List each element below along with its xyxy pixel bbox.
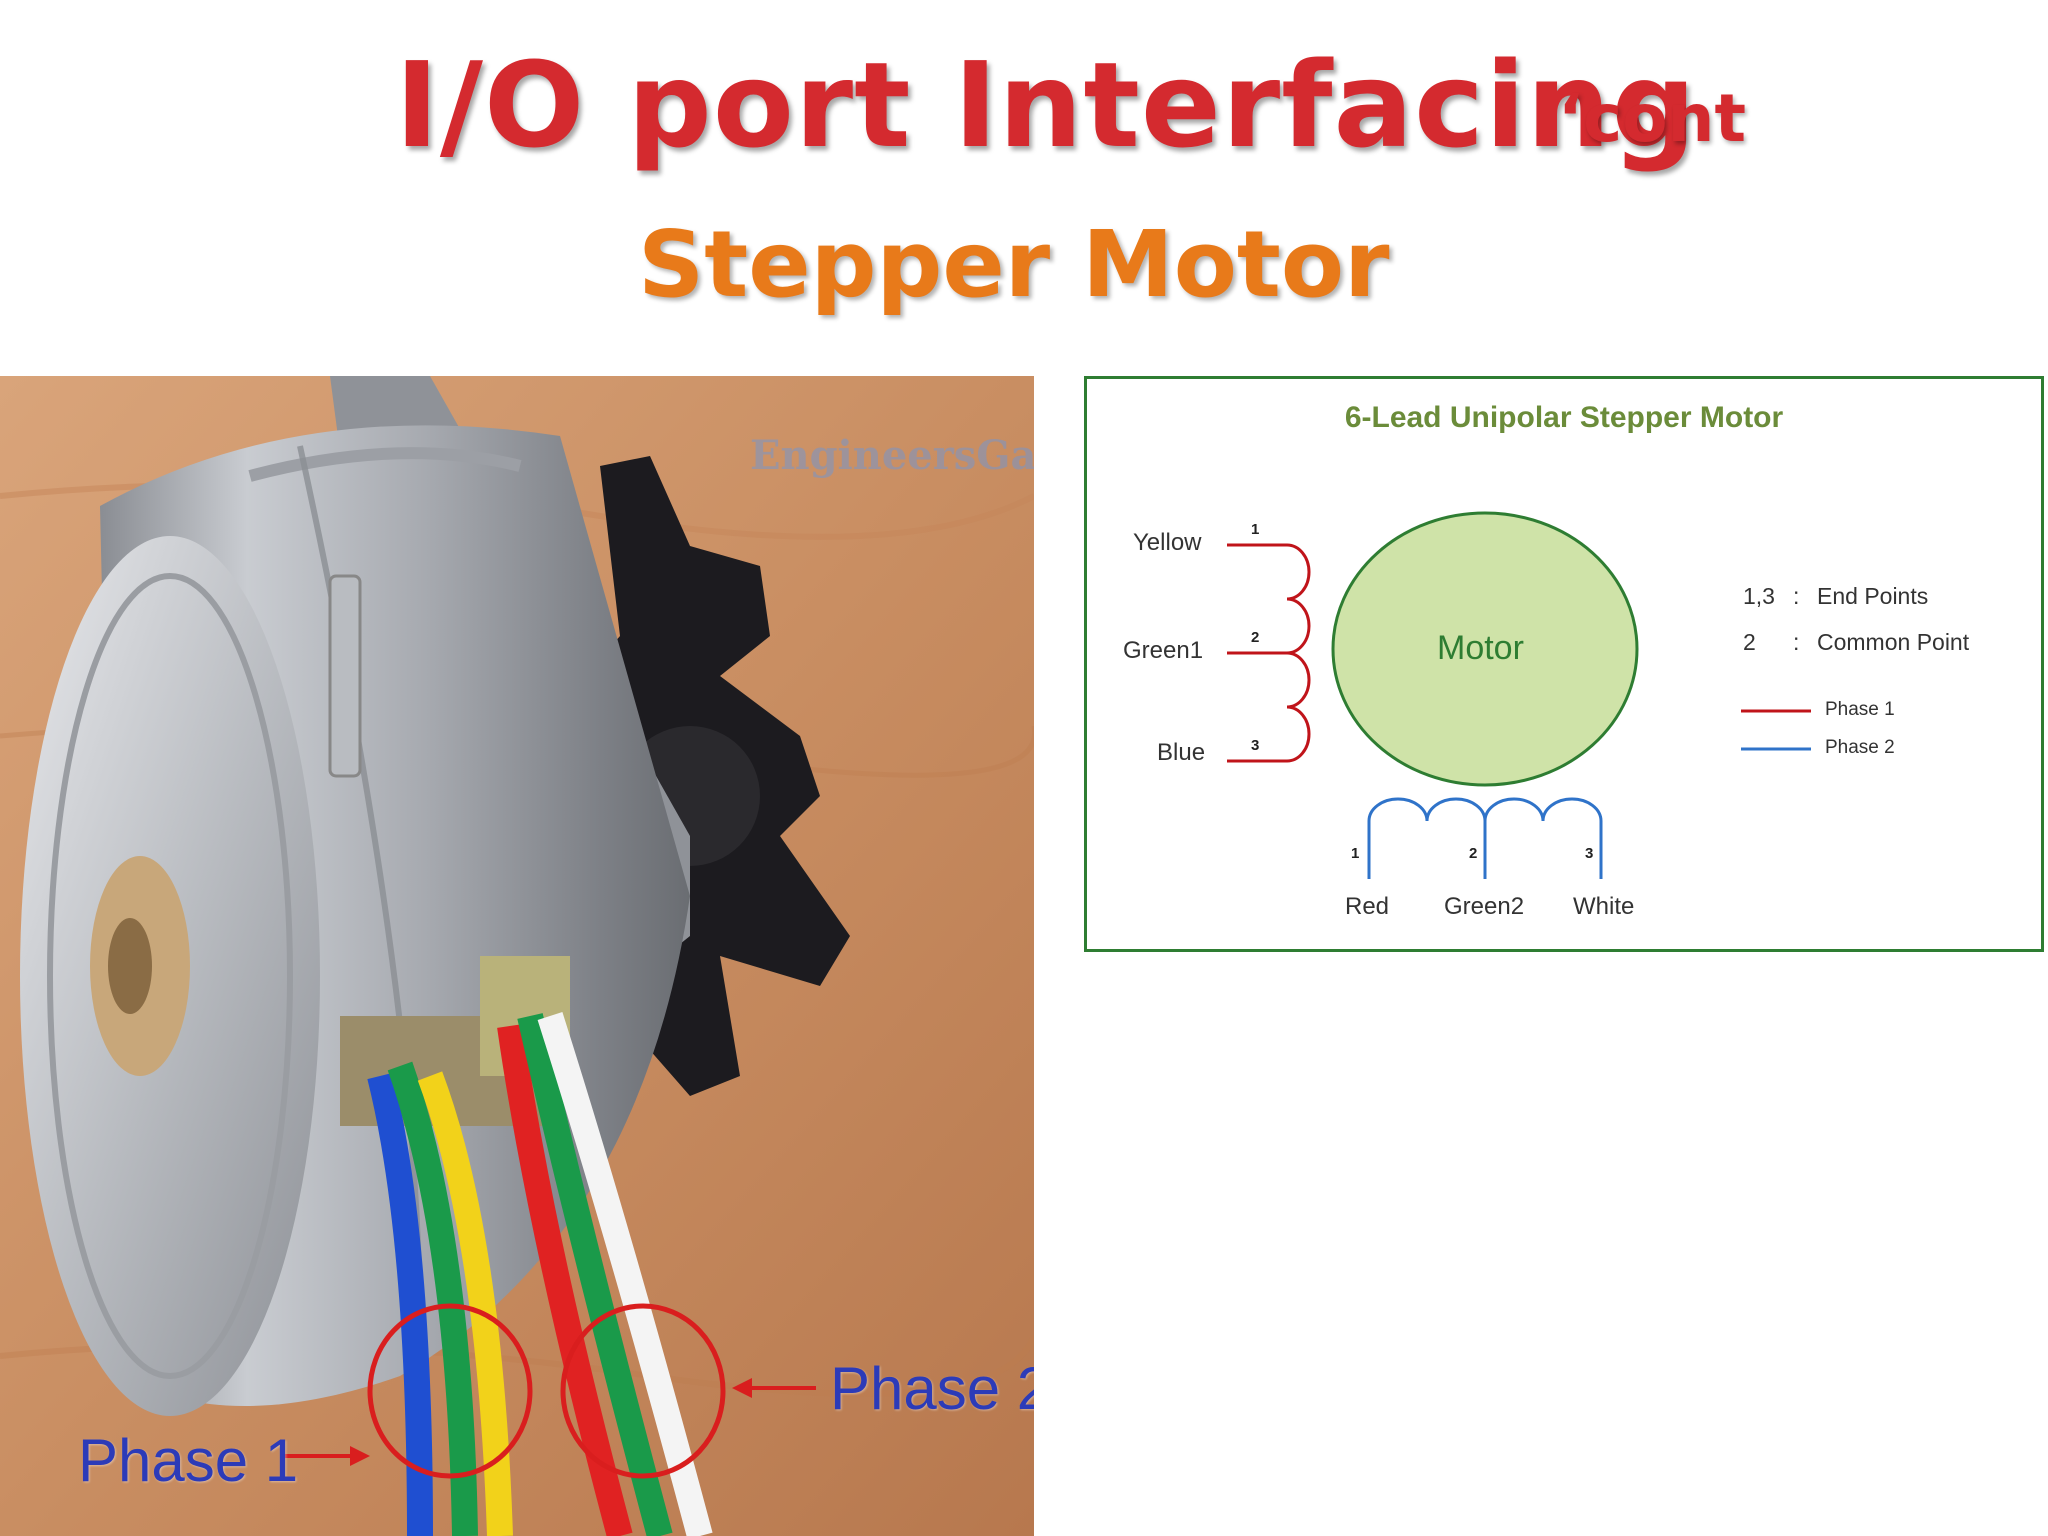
phase2-coil [1367, 797, 1603, 879]
motor-label: Motor [1437, 629, 1524, 667]
phase2-wires [497, 1012, 713, 1536]
stepper-motor-photo: EngineersGa Phase 1 Phase 2 [0, 376, 1034, 1536]
phase1-circle [367, 1303, 533, 1479]
lead-label-green1: Green1 [1123, 637, 1204, 664]
slide-title: I/O port Interfacing [395, 36, 1697, 174]
phase2-label: Phase 2 [830, 1355, 1034, 1422]
lead-pin-red: 1 [1351, 845, 1360, 862]
motor-circle [1331, 511, 1639, 787]
phase1-wires [367, 1061, 513, 1536]
lead-pin-blue: 3 [1251, 737, 1260, 754]
lead-label-green2: Green2 [1444, 893, 1525, 920]
phase2-circle [560, 1303, 726, 1479]
legend-end-points-value: End Points [1817, 583, 1929, 609]
legend-phase1-label: Phase 1 [1825, 699, 1895, 720]
lead-pin-yellow: 1 [1251, 521, 1260, 538]
lead-pin-green1: 2 [1251, 629, 1260, 646]
wiring-diagram-graphics [1227, 511, 1811, 879]
lead-label-white: White [1573, 893, 1635, 920]
legend-common-sep: : [1793, 629, 1800, 655]
slide-title-suffix: ‘cont [1558, 80, 1747, 157]
lead-label-red: Red [1345, 893, 1390, 920]
phase1-label: Phase 1 [78, 1427, 299, 1494]
legend-phase2-label: Phase 2 [1825, 737, 1895, 758]
diagram-title: 6-Lead Unipolar Stepper Motor [1344, 401, 1784, 434]
lead-label-yellow: Yellow [1133, 529, 1202, 556]
photo-illustration [0, 376, 1034, 1536]
phase2-arrow-icon [732, 1378, 816, 1398]
lead-pin-white: 3 [1585, 845, 1594, 862]
legend-common-value: Common Point [1817, 629, 1970, 655]
wiring-diagram: 6-Lead Unipolar Stepper Motor Yellow 1 G… [1084, 376, 2044, 952]
slide-subtitle: Stepper Motor [638, 211, 1390, 318]
phase1-coil [1227, 543, 1311, 763]
legend-end-points-key: 1,3 [1743, 583, 1775, 609]
lead-label-blue: Blue [1157, 739, 1206, 766]
title-row: I/O port Interfacing ‘cont [0, 30, 2048, 180]
lead-pin-green2: 2 [1469, 845, 1478, 862]
legend-end-points-sep: : [1793, 583, 1800, 609]
legend-common-key: 2 [1743, 629, 1756, 655]
phase1-arrow-icon [282, 1446, 370, 1466]
photo-watermark: EngineersGa [750, 432, 1034, 479]
